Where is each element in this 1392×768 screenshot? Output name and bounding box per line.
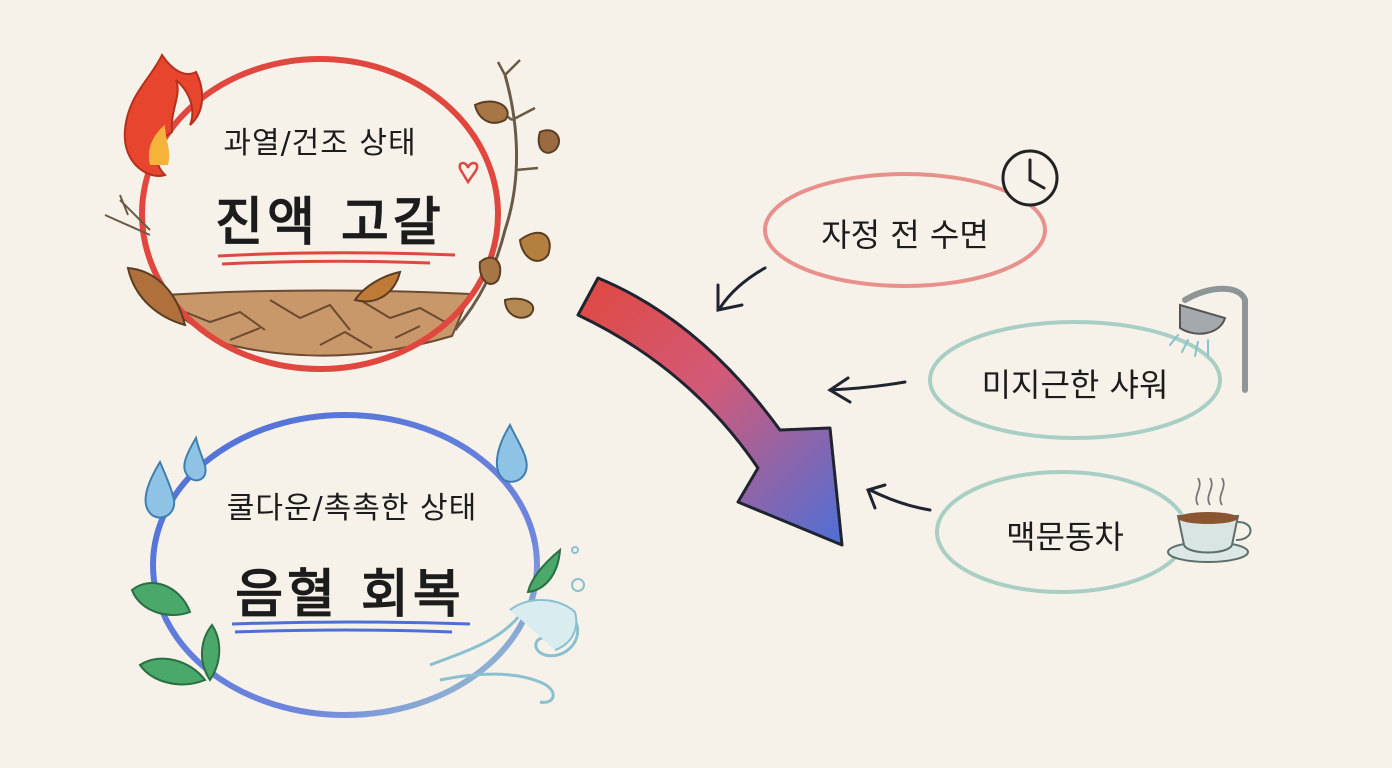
clock-icon (1001, 149, 1059, 207)
dry-leaf-icon (126, 100, 560, 327)
shower-head-icon (1169, 285, 1248, 393)
moist-state-node (130, 412, 585, 718)
dry-state-node (104, 52, 560, 372)
sleep-arrow (716, 266, 767, 312)
shower-arrow (827, 376, 907, 404)
moist-state-ring (150, 412, 540, 718)
green-leaf-icon (130, 547, 562, 686)
dry-state-ring (139, 56, 501, 372)
method-tea-label: 맥문동차 (1006, 518, 1124, 556)
dry-state-title: 진액 고갈 (215, 193, 445, 253)
moist-state-subtitle: 쿨다운/촉촉한 상태 (226, 491, 478, 526)
moist-title-underline (231, 620, 471, 634)
moist-state-title: 음혈 회복 (235, 565, 465, 625)
tea-cup-icon (1167, 477, 1252, 563)
tea-arrow (866, 483, 932, 512)
method-sleep-label: 자정 전 수면 (821, 216, 989, 254)
bare-branch-icon (104, 59, 539, 331)
dry-title-underline (217, 251, 456, 266)
method-sleep (716, 149, 1059, 312)
mist-swirl-icon (429, 546, 585, 704)
method-shower-label: 미지근한 샤워 (981, 366, 1169, 404)
water-drop-icon (144, 422, 528, 519)
method-tea (866, 470, 1252, 594)
gradient-arrow-icon (576, 276, 844, 547)
method-shower (827, 285, 1248, 440)
heart-icon (458, 161, 479, 185)
dry-state-subtitle: 과열/건조 상태 (223, 126, 417, 161)
fire-icon (123, 52, 204, 177)
